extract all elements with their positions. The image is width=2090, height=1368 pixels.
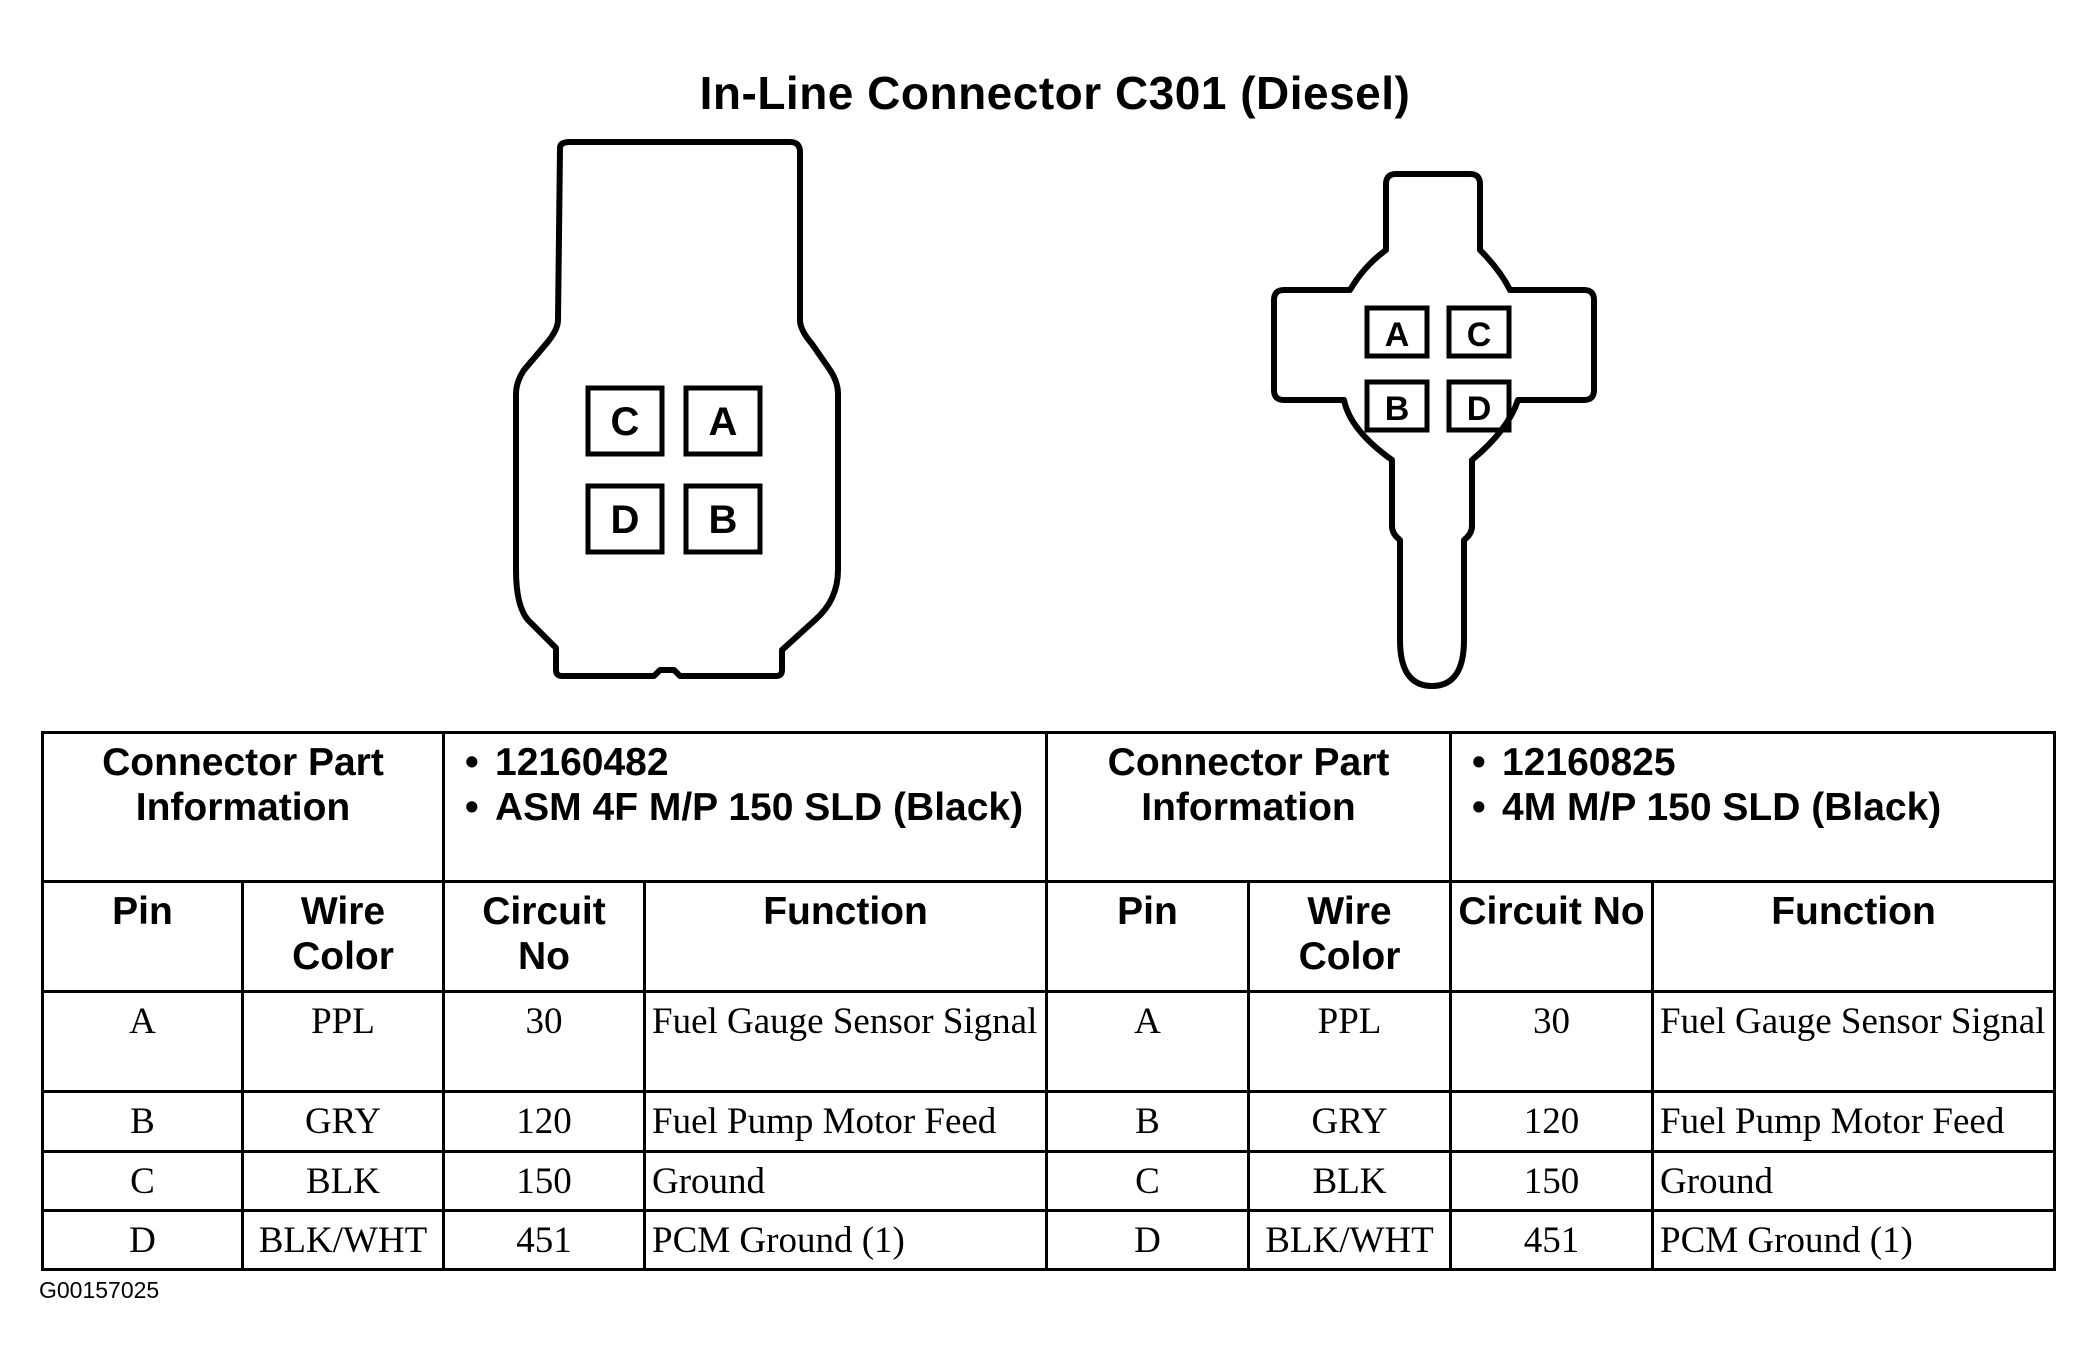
column-header: Circuit No — [1449, 880, 1655, 994]
wire-color-cell: GRY — [1247, 1090, 1453, 1153]
column-header: Pin — [1045, 880, 1251, 994]
figure-id: G00157025 — [39, 1277, 160, 1303]
pin-cavity — [1364, 305, 1430, 359]
pin-label: A — [709, 400, 738, 444]
pin-cavity — [1446, 379, 1512, 433]
function-cell: Ground — [1651, 1149, 2057, 1213]
column-header: Function — [642, 880, 1049, 994]
function-cell: Fuel Pump Motor Feed — [642, 1090, 1049, 1153]
function-cell: Ground — [642, 1149, 1049, 1213]
circuit-cell: 451 — [442, 1209, 646, 1271]
function-cell: PCM Ground (1) — [642, 1209, 1049, 1271]
function-cell: Fuel Pump Motor Feed — [1651, 1090, 2057, 1153]
pin-cell: B — [1045, 1090, 1251, 1153]
circuit-cell: 150 — [1449, 1149, 1655, 1213]
pin-label: A — [1385, 316, 1410, 354]
table-row: D BLK/WHT 451 PCM Ground (1) D BLK/WHT 4… — [41, 1209, 2057, 1271]
part-number: 12160482 — [465, 740, 1039, 785]
pin-cavity — [585, 385, 665, 457]
pin-cell: C — [41, 1149, 244, 1213]
column-header: Pin — [41, 880, 244, 994]
pin-label: B — [1385, 390, 1410, 428]
pin-cavity — [1364, 379, 1430, 433]
part-info-cell: 12160482 ASM 4F M/P 150 SLD (Black) — [441, 730, 1049, 884]
pin-cell: C — [1045, 1149, 1251, 1213]
table-row: A PPL 30 Fuel Gauge Sensor Signal A PPL … — [41, 990, 2057, 1094]
function-cell: PCM Ground (1) — [1651, 1209, 2057, 1271]
pin-cavity — [585, 483, 665, 555]
wire-color-cell: PPL — [241, 990, 445, 1094]
column-header-row: Pin Wire Color Circuit No Function Pin W… — [41, 880, 2057, 994]
pin-label: C — [1467, 316, 1492, 354]
connector-right-housing — [1271, 171, 1597, 689]
part-info-row: Connector Part Information 12160482 ASM … — [41, 730, 2057, 884]
pin-cell: B — [41, 1090, 244, 1153]
circuit-cell: 120 — [1449, 1090, 1655, 1153]
table-row: C BLK 150 Ground C BLK 150 Ground — [41, 1149, 2057, 1213]
function-cell: Fuel Gauge Sensor Signal — [1651, 990, 2057, 1094]
part-number: 12160825 — [1472, 740, 2047, 785]
wire-color-cell: GRY — [241, 1090, 445, 1153]
pin-cavity — [683, 483, 763, 555]
part-info-header: Connector Part Information — [41, 730, 445, 884]
part-description: ASM 4F M/P 150 SLD (Black) — [465, 785, 1039, 830]
pin-cell: D — [1045, 1209, 1251, 1271]
connector-left-housing — [513, 139, 841, 679]
pin-label: C — [611, 400, 640, 444]
wire-color-cell: PPL — [1247, 990, 1453, 1094]
column-header: Circuit No — [442, 880, 646, 994]
pinout-table: Connector Part Information 12160482 ASM … — [41, 730, 2057, 1271]
pin-cell: A — [41, 990, 244, 1094]
table-row: B GRY 120 Fuel Pump Motor Feed B GRY 120… — [41, 1090, 2057, 1153]
wire-color-cell: BLK/WHT — [1247, 1209, 1453, 1271]
circuit-cell: 30 — [442, 990, 646, 1094]
circuit-cell: 30 — [1449, 990, 1655, 1094]
column-header: Wire Color — [1247, 880, 1453, 994]
wire-color-cell: BLK — [241, 1149, 445, 1213]
pin-label: D — [1467, 390, 1492, 428]
page-title: In-Line Connector C301 (Diesel) — [699, 67, 1411, 119]
pin-label: B — [709, 498, 738, 542]
column-header: Function — [1651, 880, 2057, 994]
part-info-cell: 12160825 4M M/P 150 SLD (Black) — [1449, 730, 2057, 884]
connector-left-diagram: C A D B — [513, 139, 841, 679]
circuit-cell: 451 — [1449, 1209, 1655, 1271]
wire-color-cell: BLK — [1247, 1149, 1453, 1213]
pin-cavity — [683, 385, 763, 457]
connector-right-diagram: A C B D — [1271, 171, 1597, 689]
pin-cavity — [1446, 305, 1512, 359]
wire-color-cell: BLK/WHT — [241, 1209, 445, 1271]
pin-cell: D — [41, 1209, 244, 1271]
part-description: 4M M/P 150 SLD (Black) — [1472, 785, 2047, 830]
circuit-cell: 120 — [442, 1090, 646, 1153]
circuit-cell: 150 — [442, 1149, 646, 1213]
function-cell: Fuel Gauge Sensor Signal — [642, 990, 1049, 1094]
column-header: Wire Color — [241, 880, 445, 994]
pin-label: D — [611, 498, 640, 542]
pin-cell: A — [1045, 990, 1251, 1094]
part-info-header: Connector Part Information — [1045, 730, 1453, 884]
